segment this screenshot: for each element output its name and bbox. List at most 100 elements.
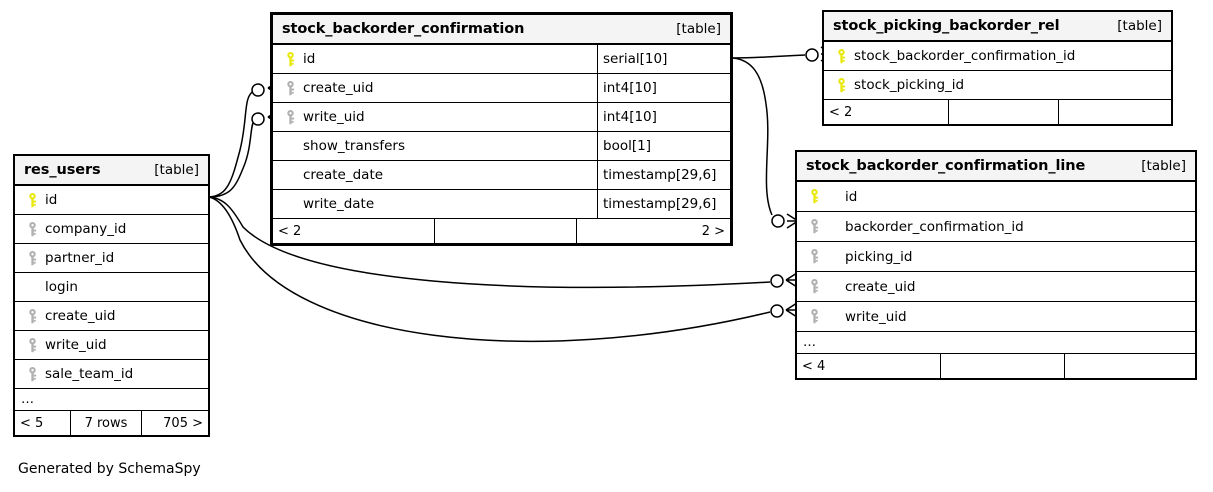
table-footer: < 5 7 rows 705 >	[15, 411, 208, 435]
column-name-cell: create_uid	[273, 80, 597, 96]
table-columns: stock_backorder_confirmation_id stock_pic…	[824, 42, 1171, 100]
column-label: create_uid	[45, 308, 116, 324]
column-name-cell: write_date	[273, 196, 597, 212]
footer-prev-link[interactable]: < 5	[15, 411, 71, 435]
column-name-cell: id	[797, 189, 1195, 205]
table-footer: < 2 2 >	[273, 219, 730, 243]
table-footer: < 2	[824, 100, 1171, 124]
edge-sbc-to-sbcl-backorder-confirmation-id	[732, 57, 773, 216]
foreign-key-icon	[23, 366, 41, 382]
foreign-key-icon	[805, 309, 823, 324]
footer-next-link	[1065, 354, 1195, 378]
table-row[interactable]: picking_id	[797, 242, 1195, 272]
table-type-tag: [table]	[1141, 158, 1186, 174]
table-type-tag: [table]	[154, 162, 199, 178]
table-row[interactable]: company_id	[15, 215, 208, 244]
table-row[interactable]: write_uid	[797, 302, 1195, 332]
column-label: stock_backorder_confirmation_id	[854, 48, 1076, 64]
table-header: stock_picking_backorder_rel [table]	[824, 12, 1171, 42]
table-row[interactable]: partner_id	[15, 244, 208, 273]
footer-prev-link[interactable]: < 4	[797, 354, 941, 378]
column-name-cell: create_date	[273, 167, 597, 183]
column-label: id	[845, 188, 858, 205]
foreign-key-icon	[23, 221, 41, 237]
column-name-cell: id	[15, 192, 208, 208]
column-name-cell: partner_id	[15, 250, 208, 266]
table-type-tag: [table]	[676, 21, 721, 37]
footer-next-link[interactable]	[1059, 100, 1171, 124]
table-res-users[interactable]: res_users [table] id company_id partner_id…	[13, 154, 210, 437]
footer-prev-link[interactable]: < 2	[824, 100, 949, 124]
footer-next-link[interactable]: 705 >	[163, 415, 203, 431]
table-title: stock_picking_backorder_rel	[833, 18, 1060, 34]
column-label: show_transfers	[303, 138, 405, 154]
footer-next-link[interactable]: 2 >	[701, 223, 725, 239]
column-label: id	[45, 192, 58, 208]
primary-key-icon	[281, 51, 299, 67]
table-row[interactable]: backorder_confirmation_id	[797, 212, 1195, 242]
primary-key-icon	[805, 189, 823, 204]
column-label: sale_team_id	[45, 366, 134, 382]
table-row[interactable]: id	[797, 182, 1195, 212]
column-label: picking_id	[845, 248, 913, 265]
column-name-cell: create_uid	[797, 279, 1195, 295]
foreign-key-icon	[805, 219, 823, 234]
footer-middle	[949, 100, 1059, 124]
more-columns-indicator: …	[797, 332, 1195, 354]
table-title: stock_backorder_confirmation	[282, 21, 525, 37]
column-name-cell: backorder_confirmation_id	[797, 219, 1195, 235]
column-name-cell: picking_id	[797, 249, 1195, 265]
column-type-cell: timestamp[29,6]	[597, 161, 730, 189]
column-name-cell: create_uid	[15, 308, 208, 324]
primary-key-icon	[832, 77, 850, 93]
table-row[interactable]: stock_picking_id	[824, 71, 1171, 100]
table-header: stock_backorder_confirmation [table]	[273, 15, 730, 45]
more-columns-indicator: …	[15, 389, 208, 411]
column-label: write_uid	[303, 109, 365, 125]
table-title: stock_backorder_confirmation_line	[806, 158, 1086, 174]
column-label: login	[45, 279, 78, 295]
generated-by-label: Generated by SchemaSpy	[18, 461, 201, 477]
column-label: company_id	[45, 221, 127, 237]
foreign-key-icon	[805, 249, 823, 264]
foreign-key-icon	[281, 80, 299, 96]
foreign-key-icon	[23, 337, 41, 353]
table-row[interactable]: write_uid	[15, 331, 208, 360]
column-label: create_uid	[845, 278, 916, 295]
column-name-cell: sale_team_id	[15, 366, 208, 382]
table-row[interactable]: stock_backorder_confirmation_id	[824, 42, 1171, 71]
column-label: backorder_confirmation_id	[845, 218, 1024, 235]
table-header: res_users [table]	[15, 156, 208, 186]
column-name-cell: write_uid	[797, 309, 1195, 325]
column-label: create_date	[303, 167, 384, 183]
foreign-key-icon	[23, 308, 41, 324]
column-label: id	[303, 51, 316, 67]
column-type-cell: bool[1]	[597, 132, 730, 160]
table-row[interactable]: id	[15, 186, 208, 215]
column-type-cell: timestamp[29,6]	[597, 190, 730, 218]
column-name-cell: write_uid	[273, 109, 597, 125]
edge-res-users-to-sbc-write-uid	[208, 120, 255, 198]
table-row[interactable]: create_date timestamp[29,6]	[273, 161, 730, 190]
table-row[interactable]: login	[15, 273, 208, 302]
column-name-cell: stock_picking_id	[824, 77, 1171, 93]
footer-middle	[941, 354, 1065, 378]
table-row[interactable]: show_transfers bool[1]	[273, 132, 730, 161]
table-stock-picking-backorder-rel[interactable]: stock_picking_backorder_rel [table] stoc…	[822, 10, 1173, 126]
foreign-key-icon	[281, 109, 299, 125]
table-stock-backorder-confirmation-line[interactable]: stock_backorder_confirmation_line [table…	[795, 150, 1197, 380]
foreign-key-icon	[23, 250, 41, 266]
edge-res-users-to-sbc-create-uid	[208, 90, 255, 198]
table-row[interactable]: sale_team_id	[15, 360, 208, 389]
table-row[interactable]: create_uid	[797, 272, 1195, 302]
column-name-cell: write_uid	[15, 337, 208, 353]
footer-prev-link[interactable]: < 2	[273, 219, 435, 243]
table-row[interactable]: create_uid	[15, 302, 208, 331]
